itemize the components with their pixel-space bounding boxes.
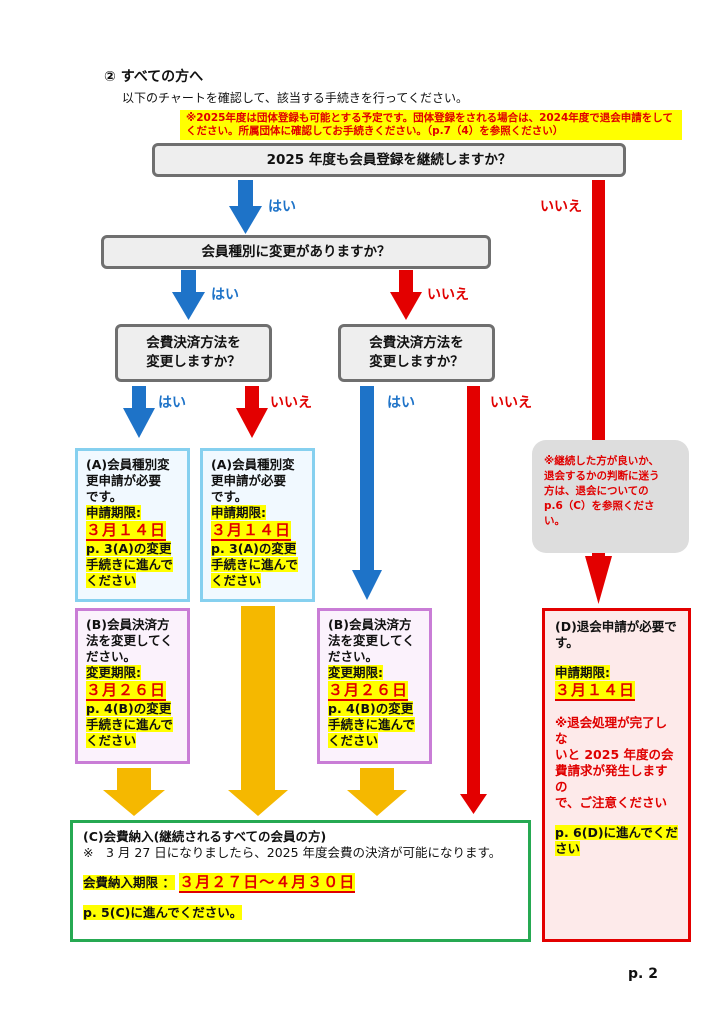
bubble-line2: 退会するかの判断に迷う: [544, 470, 660, 482]
arrow-q3b-no: [460, 386, 487, 814]
card-b-left-next1: p. 4(B)の変更: [86, 701, 172, 716]
section-subheading: 以下のチャートを確認して、該当する手続きを行ってください。: [122, 91, 468, 105]
card-a-right-line3: です。: [211, 489, 248, 504]
arrow-q3a-yes: [123, 386, 155, 438]
card-b-left-next3: ください: [86, 733, 137, 748]
card-d-warn3: 費請求が発生しますの: [555, 763, 668, 794]
card-a-right-line2: 更申請が必要: [211, 473, 287, 488]
card-c-deadline: ３月２７日～４月３０日: [179, 873, 356, 893]
card-c-note: ※ 3 月 27 日になりましたら、2025 年度会費の決済が可能になります。: [83, 845, 502, 860]
card-d-warn2: いと 2025 年度の会: [555, 747, 674, 762]
card-a-member-type-change-left: (A)会員種別変 更申請が必要 です。 申請期限: ３月１４日 p. 3(A)の…: [75, 448, 190, 602]
label-q2-no: いいえ: [427, 287, 469, 303]
card-a-right-next2: 手続きに進んで: [211, 557, 298, 572]
card-a-right-next1: p. 3(A)の変更: [211, 541, 297, 556]
card-b-mid-next1: p. 4(B)の変更: [328, 701, 414, 716]
card-d-warn1: ※退会処理が完了しな: [555, 715, 668, 746]
card-b-mid-next3: ください: [328, 733, 379, 748]
card-b-mid-line2: 法を変更してく: [328, 633, 415, 648]
withdrawal-advice-bubble: ※継続した方が良いか、 退会するかの判断に迷う 方は、退会についての p.6（C…: [532, 440, 689, 553]
card-a-left-line3: です。: [86, 489, 123, 504]
label-q3a-yes: はい: [158, 395, 186, 411]
card-d-line2: す。: [555, 635, 579, 650]
question-continue-text: 2025 年度も会員登録を継続しますか？: [266, 151, 512, 168]
arrow-q3a-no: [236, 386, 268, 438]
question-payment-left-line2: 変更しますか？: [146, 354, 241, 370]
card-b-mid-deadline-label: 変更期限:: [328, 665, 383, 680]
card-d-next1: p. 6(D)に進んでくだ: [555, 825, 678, 840]
label-q3b-no: いいえ: [490, 395, 532, 411]
card-a-left-next1: p. 3(A)の変更: [86, 541, 172, 556]
question-member-type-text: 会員種別に変更がありますか？: [201, 243, 391, 260]
bubble-line4: p.6（C）を参照くださ: [544, 500, 655, 512]
card-a-left-deadline-label: 申請期限:: [86, 505, 141, 520]
card-b-left-deadline: ３月２６日: [86, 681, 167, 701]
card-c-title: (C)会費納入(継続されるすべての会員の方): [83, 829, 327, 844]
label-q3a-no: いいえ: [270, 395, 312, 411]
question-continue-registration: 2025 年度も会員登録を継続しますか？: [152, 143, 626, 177]
card-b-left-next2: 手続きに進んで: [86, 717, 173, 732]
card-a-right-next3: ください: [211, 573, 262, 588]
question-member-type-change: 会員種別に変更がありますか？: [101, 235, 491, 269]
question-payment-right-line2: 変更しますか？: [369, 354, 464, 370]
card-d-deadline: ３月１４日: [555, 681, 636, 701]
card-d-deadline-label: 申請期限:: [555, 665, 610, 680]
card-c-fee-payment: (C)会費納入(継続されるすべての会員の方) ※ 3 月 27 日になりましたら…: [70, 820, 531, 942]
arrow-b-mid-to-c: [347, 768, 407, 816]
card-b-mid-line1: (B)会員決済方: [328, 617, 412, 632]
card-b-mid-next2: 手続きに進んで: [328, 717, 415, 732]
card-a-left-next2: 手続きに進んで: [86, 557, 173, 572]
card-a-member-type-change-right: (A)会員種別変 更申請が必要 です。 申請期限: ３月１４日 p. 3(A)の…: [200, 448, 315, 602]
label-q2-yes: はい: [211, 287, 239, 303]
arrow-q2-no: [390, 270, 422, 320]
card-d-warn4: で、ご注意ください: [555, 795, 668, 810]
question-payment-right-line1: 会費決済方法を: [369, 335, 464, 351]
card-b-payment-change-middle: (B)会員決済方 法を変更してく ださい。 変更期限: ３月２６日 p. 4(B…: [317, 608, 432, 764]
question-payment-change-left: 会費決済方法を 変更しますか？: [115, 324, 272, 382]
card-b-payment-change-left: (B)会員決済方 法を変更してく ださい。 変更期限: ３月２６日 p. 4(B…: [75, 608, 190, 764]
question-payment-change-right: 会費決済方法を 変更しますか？: [338, 324, 495, 382]
card-a-right-deadline: ３月１４日: [211, 521, 292, 541]
arrow-q1-yes: [229, 180, 262, 234]
label-q3b-yes: はい: [387, 395, 415, 411]
bubble-line5: い。: [544, 515, 565, 527]
card-b-left-line1: (B)会員決済方: [86, 617, 170, 632]
card-b-left-line3: ださい。: [86, 649, 137, 664]
card-c-deadline-label: 会費納入期限 ：: [83, 875, 175, 890]
arrow-a-right-to-c: [228, 606, 288, 816]
question-payment-left-line1: 会費決済方法を: [146, 335, 241, 351]
card-a-left-deadline: ３月１４日: [86, 521, 167, 541]
card-a-left-line2: 更申請が必要: [86, 473, 162, 488]
page-number: p. 2: [628, 966, 658, 982]
card-a-right-deadline-label: 申請期限:: [211, 505, 266, 520]
card-b-left-line2: 法を変更してく: [86, 633, 173, 648]
card-a-right-line1: (A)会員種別変: [211, 457, 295, 472]
card-d-line1: (D)退会申請が必要で: [555, 619, 677, 634]
section-heading: ② すべての方へ: [104, 69, 204, 85]
card-a-left-line1: (A)会員種別変: [86, 457, 170, 472]
card-c-next: p. 5(C)に進んでください。: [83, 905, 243, 920]
label-q1-yes: はい: [268, 199, 296, 215]
card-d-next2: さい: [555, 841, 581, 856]
label-q1-no: いいえ: [540, 199, 582, 215]
arrow-q2-yes: [172, 270, 205, 320]
arrow-b-left-to-c: [103, 768, 165, 816]
card-d-withdrawal: (D)退会申請が必要で す。 申請期限: ３月１４日 ※退会処理が完了しな いと…: [542, 608, 691, 942]
card-b-mid-deadline: ３月２６日: [328, 681, 409, 701]
bubble-line1: ※継続した方が良いか、: [544, 455, 659, 467]
arrow-q3b-yes: [352, 386, 382, 600]
card-b-left-deadline-label: 変更期限:: [86, 665, 141, 680]
group-registration-notice: ※2025年度は団体登録も可能とする予定です。団体登録をされる場合は、2024年…: [180, 110, 682, 140]
bubble-line3: 方は、退会についての: [544, 485, 649, 497]
card-a-left-next3: ください: [86, 573, 137, 588]
card-b-mid-line3: ださい。: [328, 649, 379, 664]
